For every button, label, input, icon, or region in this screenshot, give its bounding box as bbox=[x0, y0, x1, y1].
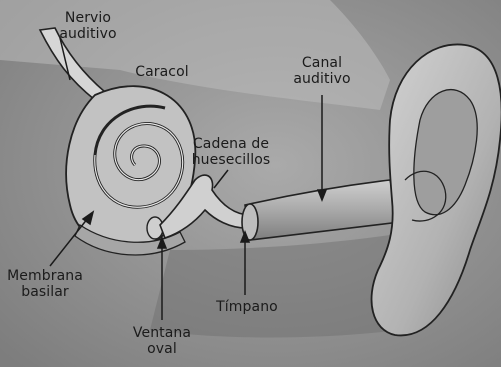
label-membrana-basilar: Membrana basilar bbox=[4, 268, 86, 300]
label-canal-auditivo: Canal auditivo bbox=[282, 55, 362, 87]
label-nervio-auditivo: Nervio auditivo bbox=[53, 10, 123, 42]
label-caracol: Caracol bbox=[130, 64, 194, 80]
label-ventana-oval: Ventana oval bbox=[120, 325, 204, 357]
background-dark-band bbox=[150, 235, 400, 338]
label-timpano: Tímpano bbox=[210, 299, 284, 315]
label-cadena-de-huesecillos: Cadena de huesecillos bbox=[178, 136, 284, 168]
